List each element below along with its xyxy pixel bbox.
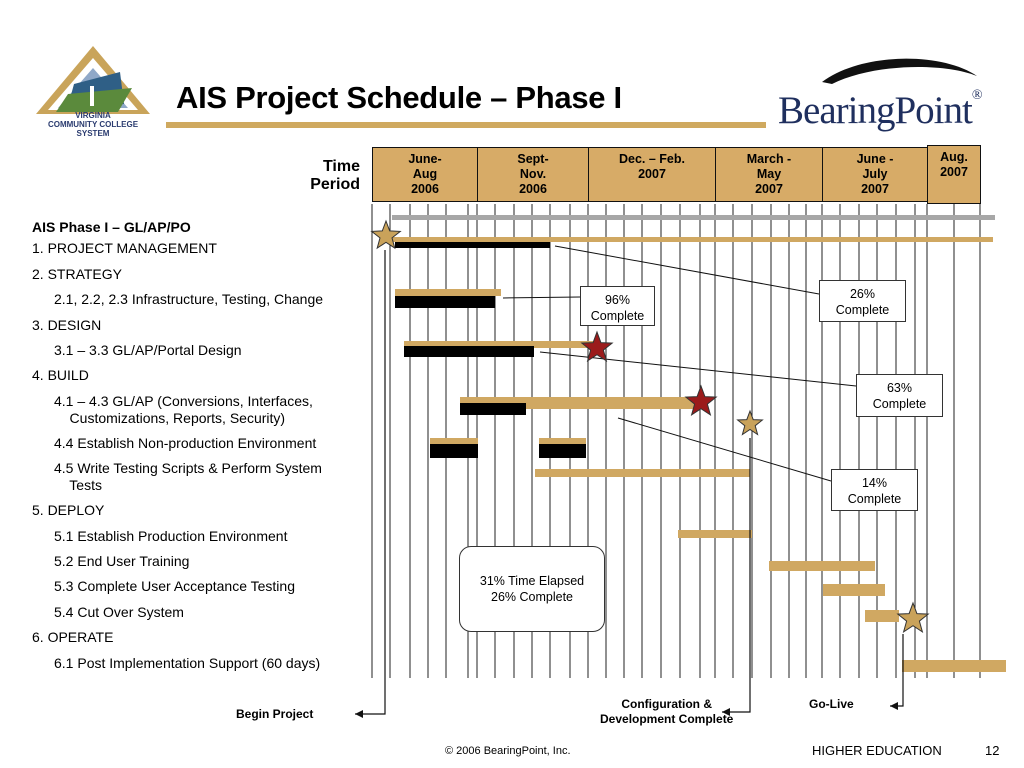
brand-name: BearingPoint	[778, 89, 973, 132]
task-row-5: 4. BUILD	[32, 367, 89, 383]
callout-96-complete: 96% Complete	[580, 286, 655, 326]
milestone-config-complete: Configuration & Development Complete	[600, 697, 734, 726]
bar-design-actual	[404, 346, 534, 357]
task-row-2: 2.1, 2.2, 2.3 Infrastructure, Testing, C…	[54, 291, 324, 307]
bar-env-actual-1	[430, 444, 478, 458]
task-row-1: 2. STRATEGY	[32, 266, 122, 282]
task-row-6: 4.1 – 4.3 GL/AP (Conversions, Interfaces…	[54, 393, 313, 426]
connector-26	[554, 245, 820, 295]
bar-training	[769, 561, 875, 571]
bar-design-planned	[404, 341, 596, 348]
task-row-4: 3.1 – 3.3 GL/AP/Portal Design	[54, 342, 242, 358]
period-header-2: Dec. – Feb. 2007	[588, 147, 716, 202]
callout-time-elapsed: 31% Time Elapsed 26% Complete	[459, 546, 605, 632]
phase-title: AIS Phase I – GL/AP/PO	[32, 219, 191, 235]
bearingpoint-swoosh-icon	[822, 58, 977, 84]
callout-26-complete: 26% Complete	[819, 280, 906, 322]
connector-14	[617, 417, 832, 482]
task-row-8: 4.5 Write Testing Scripts & Perform Syst…	[54, 460, 322, 493]
bar-pm-planned	[390, 237, 993, 242]
summary-bar	[392, 215, 995, 220]
bearingpoint-logo: BearingPoint®	[778, 88, 983, 133]
build-star-icon	[684, 384, 718, 417]
golive-arrow-head	[890, 702, 898, 710]
bar-uat	[823, 584, 885, 596]
callout-63-complete: 63% Complete	[856, 374, 943, 417]
golive-star-icon	[896, 601, 930, 634]
bar-pm-actual	[395, 242, 550, 248]
bar-strategy-planned	[395, 289, 501, 296]
period-header-4: June - July 2007	[822, 147, 928, 202]
task-row-11: 5.2 End User Training	[54, 553, 190, 569]
config-arrow	[722, 438, 751, 713]
config-arrow-head	[722, 708, 730, 716]
period-header-1: Sept- Nov. 2006	[477, 147, 589, 202]
bar-support	[902, 660, 1006, 672]
title-rule	[166, 122, 766, 128]
slide-title: AIS Project Schedule – Phase I	[176, 80, 622, 115]
vccs-logo-text: VIRGINIA COMMUNITY COLLEGE SYSTEM	[47, 111, 139, 138]
connector-96	[502, 296, 581, 299]
testing-star-icon	[736, 409, 764, 436]
task-row-13: 5.4 Cut Over System	[54, 604, 184, 620]
begin-star-icon	[370, 219, 402, 250]
time-period-label: Time Period	[310, 158, 360, 193]
task-row-15: 6.1 Post Implementation Support (60 days…	[54, 655, 321, 671]
task-row-7: 4.4 Establish Non-production Environment	[54, 435, 317, 451]
bar-env-actual-2	[539, 444, 586, 458]
milestone-go-live: Go-Live	[809, 697, 854, 711]
begin-arrow-head	[355, 710, 363, 718]
task-row-10: 5.1 Establish Production Environment	[54, 528, 288, 544]
connector-63	[539, 351, 857, 387]
task-row-12: 5.3 Complete User Acceptance Testing	[54, 578, 295, 594]
period-header-5: Aug. 2007	[927, 145, 981, 204]
bar-prod-env	[678, 530, 752, 538]
bar-testing-planned	[535, 469, 750, 477]
vccs-logo	[36, 46, 150, 114]
begin-arrow	[355, 250, 386, 715]
bar-build-actual	[460, 403, 526, 415]
bar-env-planned-2	[539, 438, 586, 444]
task-row-0: 1. PROJECT MANAGEMENT	[32, 240, 217, 256]
footer-copyright: © 2006 BearingPoint, Inc.	[445, 745, 571, 757]
footer-label: HIGHER EDUCATION	[812, 743, 942, 758]
page-number: 12	[985, 743, 1000, 758]
bar-env-planned-1	[430, 438, 478, 444]
task-row-3: 3. DESIGN	[32, 317, 102, 333]
task-row-14: 6. OPERATE	[32, 629, 114, 645]
task-row-9: 5. DEPLOY	[32, 502, 105, 518]
milestone-begin-project: Begin Project	[236, 707, 314, 721]
bar-strategy-actual	[395, 296, 495, 308]
design-star-icon	[580, 330, 614, 363]
callout-14-complete: 14% Complete	[831, 469, 918, 511]
period-header-3: March - May 2007	[715, 147, 823, 202]
registered-mark: ®	[971, 88, 983, 103]
bar-cutover	[865, 610, 899, 622]
